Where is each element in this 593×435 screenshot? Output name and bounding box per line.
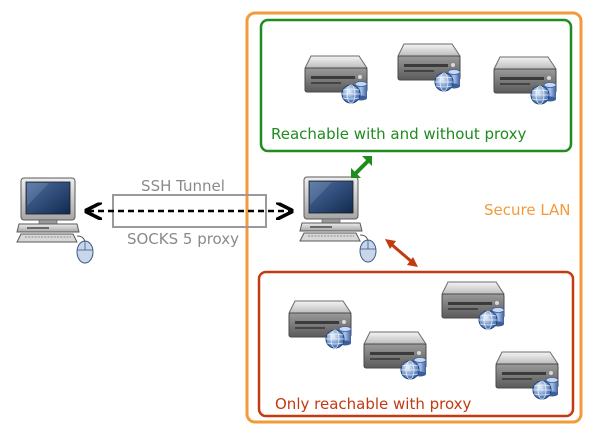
top-link-arrow xyxy=(351,156,372,178)
server-icon xyxy=(493,56,557,105)
reachable-group-box xyxy=(259,18,573,153)
server-icon xyxy=(304,55,368,104)
socks-proxy-label: SOCKS 5 proxy xyxy=(127,230,239,248)
server-icon xyxy=(441,281,505,330)
server-icon xyxy=(363,331,427,380)
reachable-group-label: Reachable with and without proxy xyxy=(271,125,526,143)
bottom-link-arrow xyxy=(385,239,418,267)
ssh-tunnel-label: SSH Tunnel xyxy=(141,177,225,195)
server-icon xyxy=(288,300,352,349)
proxy-only-group-label: Only reachable with proxy xyxy=(275,395,472,413)
client-workstation-icon xyxy=(16,177,94,264)
secure-lan-label: Secure LAN xyxy=(484,201,571,219)
server-icon xyxy=(495,351,559,400)
gateway-workstation-icon xyxy=(299,176,377,263)
server-icon xyxy=(397,43,461,92)
proxy-only-group-box xyxy=(257,270,575,418)
